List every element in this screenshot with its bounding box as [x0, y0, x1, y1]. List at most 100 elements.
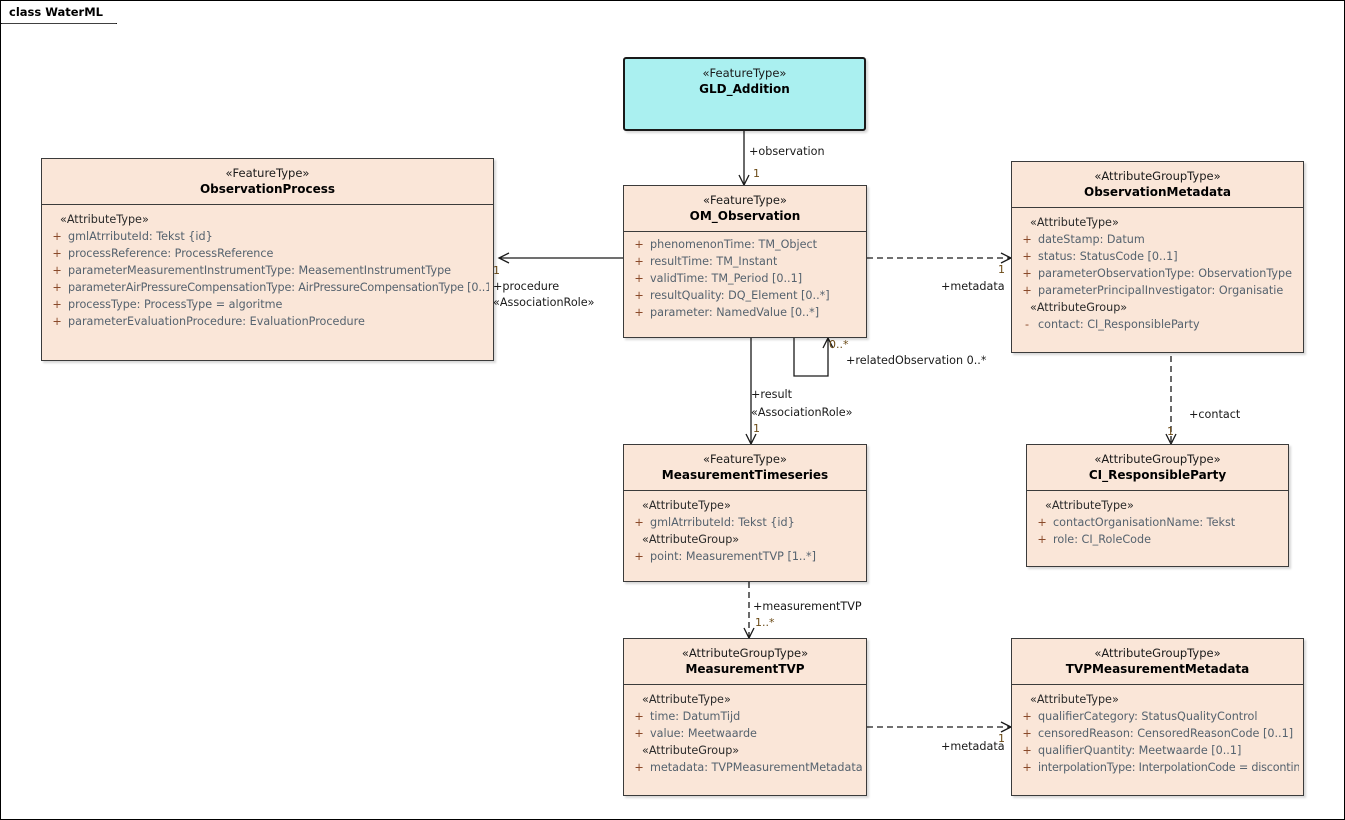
attribute-visibility: - [1024, 318, 1030, 331]
connector-mult-metadata-observation: 1 [998, 263, 1005, 276]
class-name: TVPMeasurementMetadata [1065, 662, 1250, 676]
class-header-tvp-measurement-metadata: «AttributeGroupType» TVPMeasurementMetad… [1012, 639, 1303, 685]
connector-label-measurement-tvp: +measurementTVP [753, 600, 862, 613]
attribute-row: - contact: CI_ResponsibleParty [1016, 316, 1299, 333]
attribute-visibility: + [634, 238, 644, 251]
attribute-text: phenomenonTime: TM_Object [650, 238, 818, 251]
class-name: OM_Observation [689, 209, 801, 223]
class-box-measurement-tvp[interactable]: «AttributeGroupType» MeasurementTVP «Att… [623, 638, 867, 796]
attribute-visibility: + [1037, 516, 1047, 529]
connector-mult-related-observation: 0..* [829, 338, 849, 351]
attribute-visibility: + [634, 516, 644, 529]
attribute-text: gmlAtrributeId: Tekst {id} [650, 516, 795, 529]
connector-related-observation [793, 336, 834, 377]
attribute-row: + role: CI_RoleCode [1031, 531, 1284, 548]
connector-label-contact: +contact [1189, 408, 1241, 421]
class-body-tvp-measurement-metadata: «AttributeType» + qualifierCategory: Sta… [1012, 685, 1303, 783]
class-box-observation-process[interactable]: «FeatureType» ObservationProcess «Attrib… [41, 158, 494, 361]
attribute-row: + time: DatumTijd [628, 708, 862, 725]
attribute-visibility: + [634, 255, 644, 268]
attribute-text: parameterEvaluationProcedure: Evaluation… [68, 315, 365, 328]
attribute-row: + validTime: TM_Period [0..1] [628, 270, 862, 287]
class-body-observation-process: «AttributeType» + gmlAtrributeId: Tekst … [42, 205, 493, 337]
attribute-row: + parameterObservationType: ObservationT… [1016, 265, 1299, 282]
class-box-observation-metadata[interactable]: «AttributeGroupType» ObservationMetadata… [1011, 161, 1304, 353]
attribute-visibility: + [634, 306, 644, 319]
attribute-visibility: + [1022, 267, 1032, 280]
attribute-visibility: + [1022, 250, 1032, 263]
attribute-text: contactOrganisationName: Tekst [1053, 516, 1236, 529]
attribute-text: parameterObservationType: ObservationTyp… [1038, 267, 1293, 280]
attribute-text: contact: CI_ResponsibleParty [1038, 318, 1200, 331]
class-body-measurement-tvp: «AttributeType» + time: DatumTijd + valu… [624, 685, 866, 783]
attribute-group-label: «AttributeType» [1030, 693, 1119, 706]
attribute-text: qualifierCategory: StatusQualityControl [1038, 710, 1258, 723]
class-stereotype: «FeatureType» [702, 66, 787, 80]
class-stereotype: «AttributeGroupType» [1094, 169, 1221, 183]
class-box-gld-addition[interactable]: «FeatureType» GLD_Addition [623, 57, 866, 131]
attribute-row: + dateStamp: Datum [1016, 231, 1299, 248]
attribute-visibility: + [1022, 744, 1032, 757]
attribute-text: processType: ProcessType = algoritme [68, 298, 283, 311]
attribute-row: + parameterAirPressureCompensationType: … [46, 279, 489, 296]
attribute-row: + gmlAtrributeId: Tekst {id} [46, 228, 489, 245]
attribute-group-label: «AttributeType» [1045, 499, 1134, 512]
class-body-om-observation: + phenomenonTime: TM_Object + resultTime… [624, 232, 866, 328]
attribute-row: + resultQuality: DQ_Element [0..*] [628, 287, 862, 304]
attribute-text: parameterAirPressureCompensationType: Ai… [68, 281, 489, 294]
attribute-group-label: «AttributeGroup» [642, 744, 740, 757]
attribute-text: point: MeasurementTVP [1..*] [650, 550, 817, 563]
attribute-text: resultQuality: DQ_Element [0..*] [650, 289, 830, 302]
attribute-row: + status: StatusCode [0..1] [1016, 248, 1299, 265]
attribute-text: parameterMeasurementInstrumentType: Meas… [68, 264, 452, 277]
attribute-text: resultTime: TM_Instant [650, 255, 778, 268]
connector-mult-metadata-tvp: 1 [998, 732, 1005, 745]
class-header-om-observation: «FeatureType» OM_Observation [624, 186, 866, 232]
attribute-group-label: «AttributeType» [60, 213, 149, 226]
class-body-ci-responsible-party: «AttributeType» + contactOrganisationNam… [1027, 491, 1288, 555]
attribute-visibility: + [1022, 710, 1032, 723]
attribute-text: value: Meetwaarde [650, 727, 757, 740]
connector-label-metadata-observation: +metadata [941, 280, 1005, 293]
attribute-text: validTime: TM_Period [0..1] [650, 272, 803, 285]
class-name: CI_ResponsibleParty [1088, 468, 1227, 482]
connector-stereotype-result: «AssociationRole» [751, 406, 853, 419]
connector-mult-procedure: 1 [493, 264, 500, 277]
attribute-row: + value: Meetwaarde [628, 725, 862, 742]
connector-stereotype-procedure: «AssociationRole» [493, 296, 595, 309]
attribute-visibility: + [52, 298, 62, 311]
class-body-observation-metadata: «AttributeType» + dateStamp: Datum + sta… [1012, 208, 1303, 340]
attribute-visibility: + [634, 550, 644, 563]
frame-title-tab: class WaterML [1, 1, 129, 23]
class-stereotype: «FeatureType» [225, 166, 310, 180]
attribute-row: + phenomenonTime: TM_Object [628, 236, 862, 253]
attribute-text: status: StatusCode [0..1] [1038, 250, 1178, 263]
attribute-row: + qualifierQuantity: Meetwaarde [0..1] [1016, 742, 1299, 759]
attribute-row: + parameterMeasurementInstrumentType: Me… [46, 262, 489, 279]
attribute-visibility: + [634, 727, 644, 740]
connector-label-observation: +observation [749, 145, 825, 158]
attribute-row: + qualifierCategory: StatusQualityContro… [1016, 708, 1299, 725]
class-header-ci-responsible-party: «AttributeGroupType» CI_ResponsibleParty [1027, 445, 1288, 491]
attribute-visibility: + [1022, 761, 1032, 774]
attribute-visibility: + [52, 315, 62, 328]
class-box-om-observation[interactable]: «FeatureType» OM_Observation + phenomeno… [623, 185, 867, 338]
attribute-group-label: «AttributeGroup» [642, 533, 740, 546]
class-box-ci-responsible-party[interactable]: «AttributeGroupType» CI_ResponsibleParty… [1026, 444, 1289, 567]
class-box-tvp-measurement-metadata[interactable]: «AttributeGroupType» TVPMeasurementMetad… [1011, 638, 1304, 796]
class-name: ObservationMetadata [1084, 185, 1231, 199]
class-box-measurement-timeseries[interactable]: «FeatureType» MeasurementTimeseries «Att… [623, 444, 867, 582]
attribute-visibility: + [634, 710, 644, 723]
attribute-text: interpolationType: InterpolationCode = d… [1038, 761, 1299, 774]
attribute-visibility: + [1022, 284, 1032, 297]
attribute-row: + censoredReason: CensoredReasonCode [0.… [1016, 725, 1299, 742]
attribute-row: + processType: ProcessType = algoritme [46, 296, 489, 313]
attribute-text: dateStamp: Datum [1038, 233, 1145, 246]
attribute-text: qualifierQuantity: Meetwaarde [0..1] [1038, 744, 1242, 757]
class-stereotype: «FeatureType» [703, 193, 787, 207]
class-stereotype: «AttributeGroupType» [1094, 646, 1221, 660]
class-stereotype: «AttributeGroupType» [1094, 452, 1221, 466]
connector-mult-observation: 1 [753, 167, 760, 180]
attribute-visibility: + [1022, 727, 1032, 740]
